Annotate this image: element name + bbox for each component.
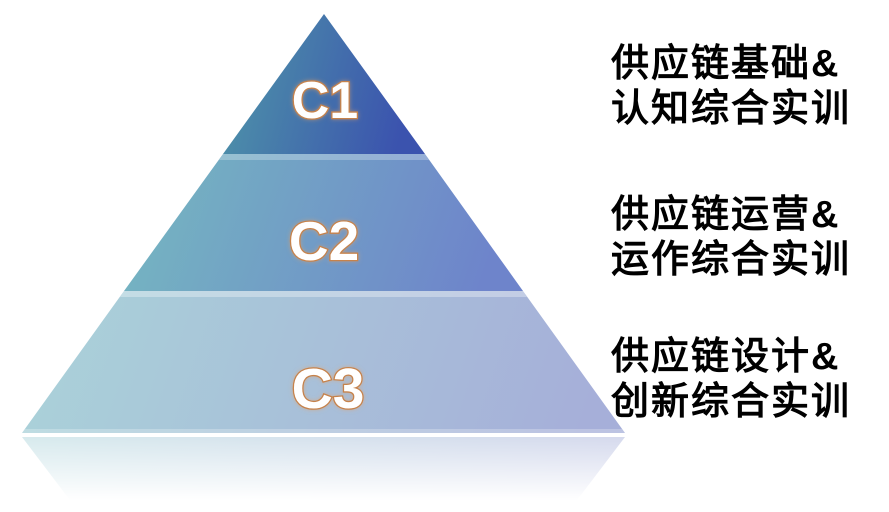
- description-line: 供应链基础&: [611, 43, 841, 85]
- description-line: 认知综合实训: [611, 88, 852, 130]
- level-description-c2: 供应链运营& 运作综合实训: [611, 193, 889, 283]
- level-id-c3: C3: [292, 357, 365, 421]
- description-line: 供应链运营&: [611, 194, 841, 236]
- pyramid-level-c2: [124, 154, 523, 291]
- description-line: 创新综合实训: [611, 381, 852, 423]
- description-line: 运作综合实训: [611, 239, 852, 281]
- level-id-c2: C2: [289, 210, 359, 272]
- level-description-c3: 供应链设计& 创新综合实训: [611, 335, 889, 425]
- level-description-c1: 供应链基础& 认知综合实训: [611, 42, 889, 132]
- level-id-c1: C1: [292, 72, 358, 130]
- pyramid-level-c1: [223, 14, 425, 154]
- description-line: 供应链设计&: [611, 336, 841, 378]
- pyramid-level-c2-bevel: [219, 154, 429, 160]
- pyramid-reflection: [22, 437, 625, 512]
- pyramid-level-c3: [22, 291, 625, 433]
- pyramid-level-c3-bottom-edge: [22, 429, 625, 433]
- pyramid-level-c3-bevel: [120, 291, 527, 297]
